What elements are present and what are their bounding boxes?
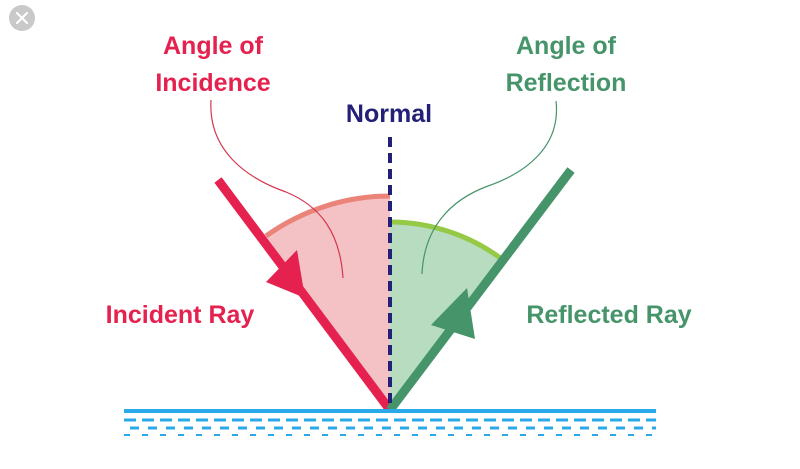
- reflected-ray-label: Reflected Ray: [526, 301, 691, 329]
- reflected-ray-arrowhead: [431, 288, 475, 339]
- reflecting-surface: [124, 409, 656, 436]
- angle-of-reflection-label-line2: Reflection: [506, 69, 627, 97]
- incidence-leader-line: [210, 99, 344, 279]
- close-button[interactable]: [9, 5, 35, 31]
- angle-of-incidence-sector: [266, 196, 390, 410]
- angle-of-reflection-label-line1: Angle of: [516, 32, 617, 60]
- incident-ray-arrowhead: [266, 250, 305, 298]
- reflected-ray-line: [386, 167, 575, 413]
- close-icon: [15, 11, 29, 25]
- normal-label: Normal: [346, 100, 432, 128]
- incident-ray-label: Incident Ray: [106, 301, 255, 329]
- reflection-arc: [389, 219, 505, 262]
- incidence-arc: [264, 193, 391, 239]
- angle-of-incidence-label-line2: Incidence: [155, 69, 270, 97]
- reflection-leader-line: [421, 100, 558, 275]
- angle-of-incidence-label-line1: Angle of: [163, 32, 264, 60]
